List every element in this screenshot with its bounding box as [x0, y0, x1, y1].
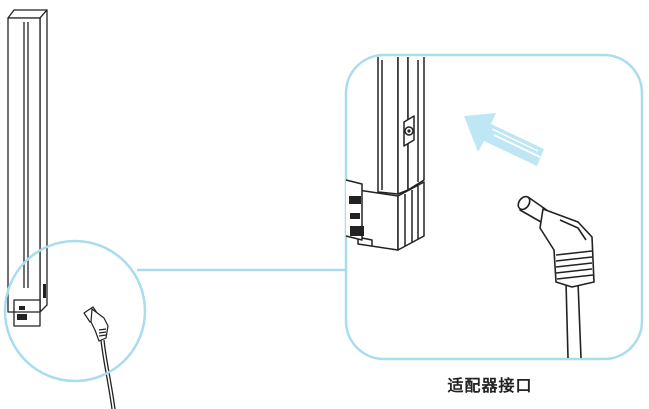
- light-bar-device-icon: [7, 9, 48, 327]
- zoomed-dc-plug: [517, 195, 595, 359]
- adapter-port-caption: 适配器接口: [447, 376, 533, 395]
- dc-plug-icon: [83, 306, 116, 409]
- dc-port-icon: [403, 115, 415, 147]
- magnifier-circle: [3, 239, 147, 383]
- insert-arrow-icon: [464, 113, 544, 166]
- zoomed-device-bottom: [345, 57, 425, 251]
